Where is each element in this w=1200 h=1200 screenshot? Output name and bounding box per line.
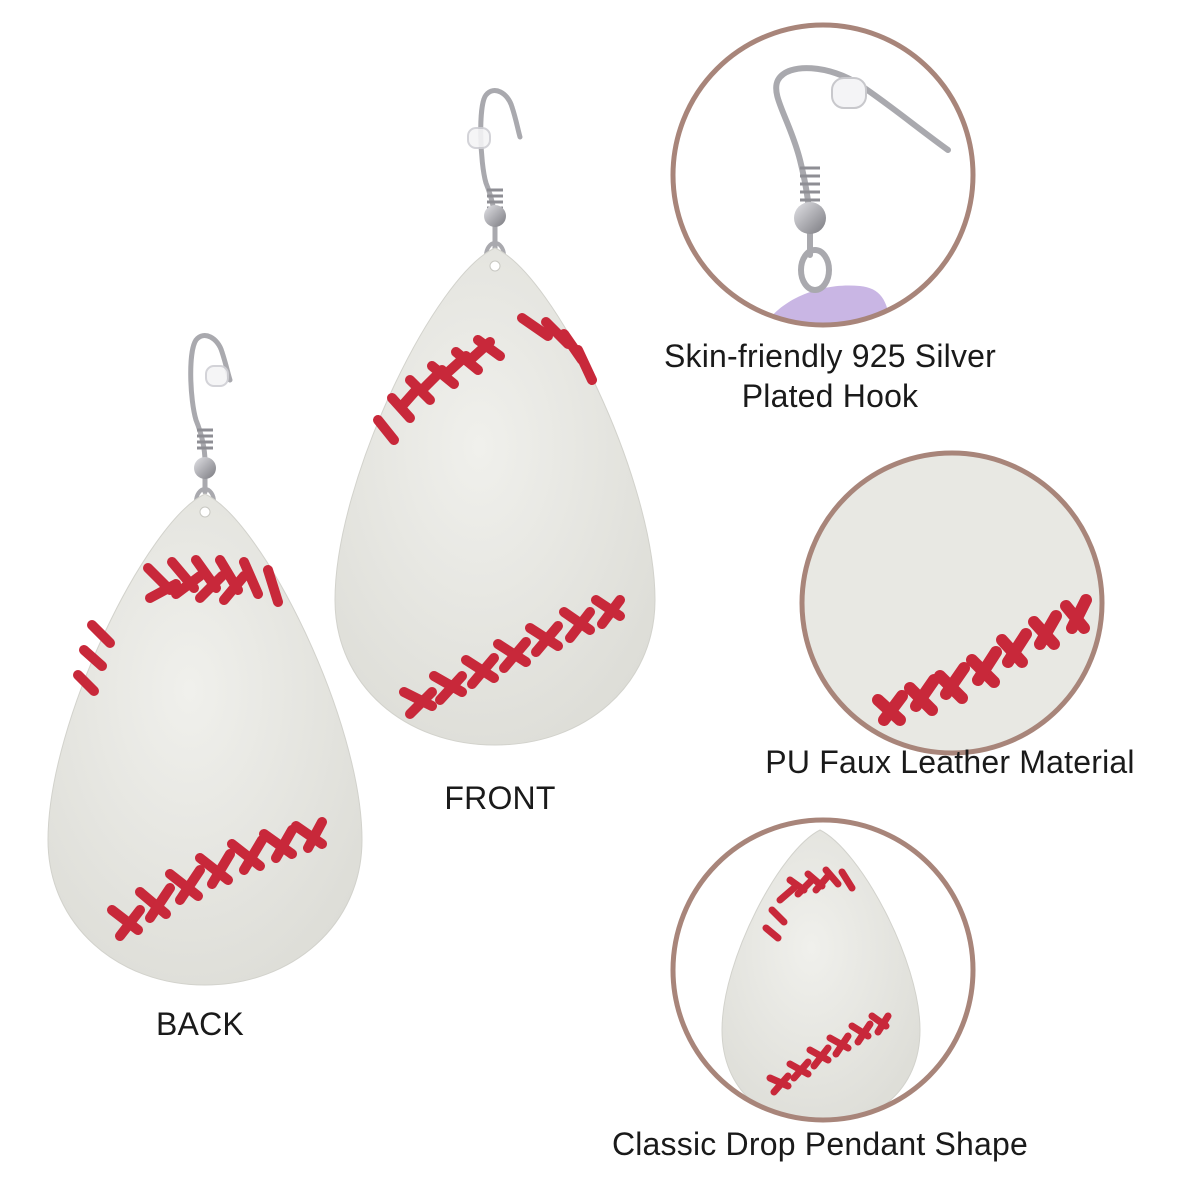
hook-wire [773,65,951,258]
stitching-top [73,555,283,696]
stitching-bottom [399,595,625,719]
ring-border [670,22,976,328]
front-label: FRONT [444,780,556,816]
back-label: BACK [156,1006,244,1042]
hook-rubber-stopper [467,127,491,149]
jump-ring [798,247,832,293]
hook-coil [800,166,820,202]
hook-wire [188,333,233,495]
hook-rubber-stopper [205,365,229,387]
hook-bead [484,205,506,227]
hook-bead [794,202,826,234]
back-earring [47,333,363,986]
material-detail-circle [799,450,1105,756]
hook-rubber-stopper [831,77,867,109]
front-earring [334,88,656,746]
punch-hole [489,260,501,272]
hook-caption-line1: Skin-friendly 925 Silver [663,338,997,374]
hook-caption: Skin-friendly 925 Silver Plated Hook [610,336,1050,416]
hook-detail-circle [670,22,976,328]
hook-wire [478,88,523,258]
material-caption: PU Faux Leather Material [765,744,1135,780]
ring-border [799,450,1105,756]
stitching-bottom [107,817,327,941]
lavender-leather-edge [765,285,890,325]
hook-coil [487,188,503,210]
ring-border [670,817,976,1123]
punch-hole [199,506,211,518]
shape-caption: Classic Drop Pendant Shape [611,1126,1029,1162]
hook-caption-line2: Plated Hook [741,378,919,414]
teardrop-leather [721,829,921,1120]
shape-detail-circle [670,817,976,1123]
hook-bead [194,457,216,479]
stitching-top [373,313,597,445]
hook-coil [197,428,213,450]
teardrop-leather [334,247,656,746]
